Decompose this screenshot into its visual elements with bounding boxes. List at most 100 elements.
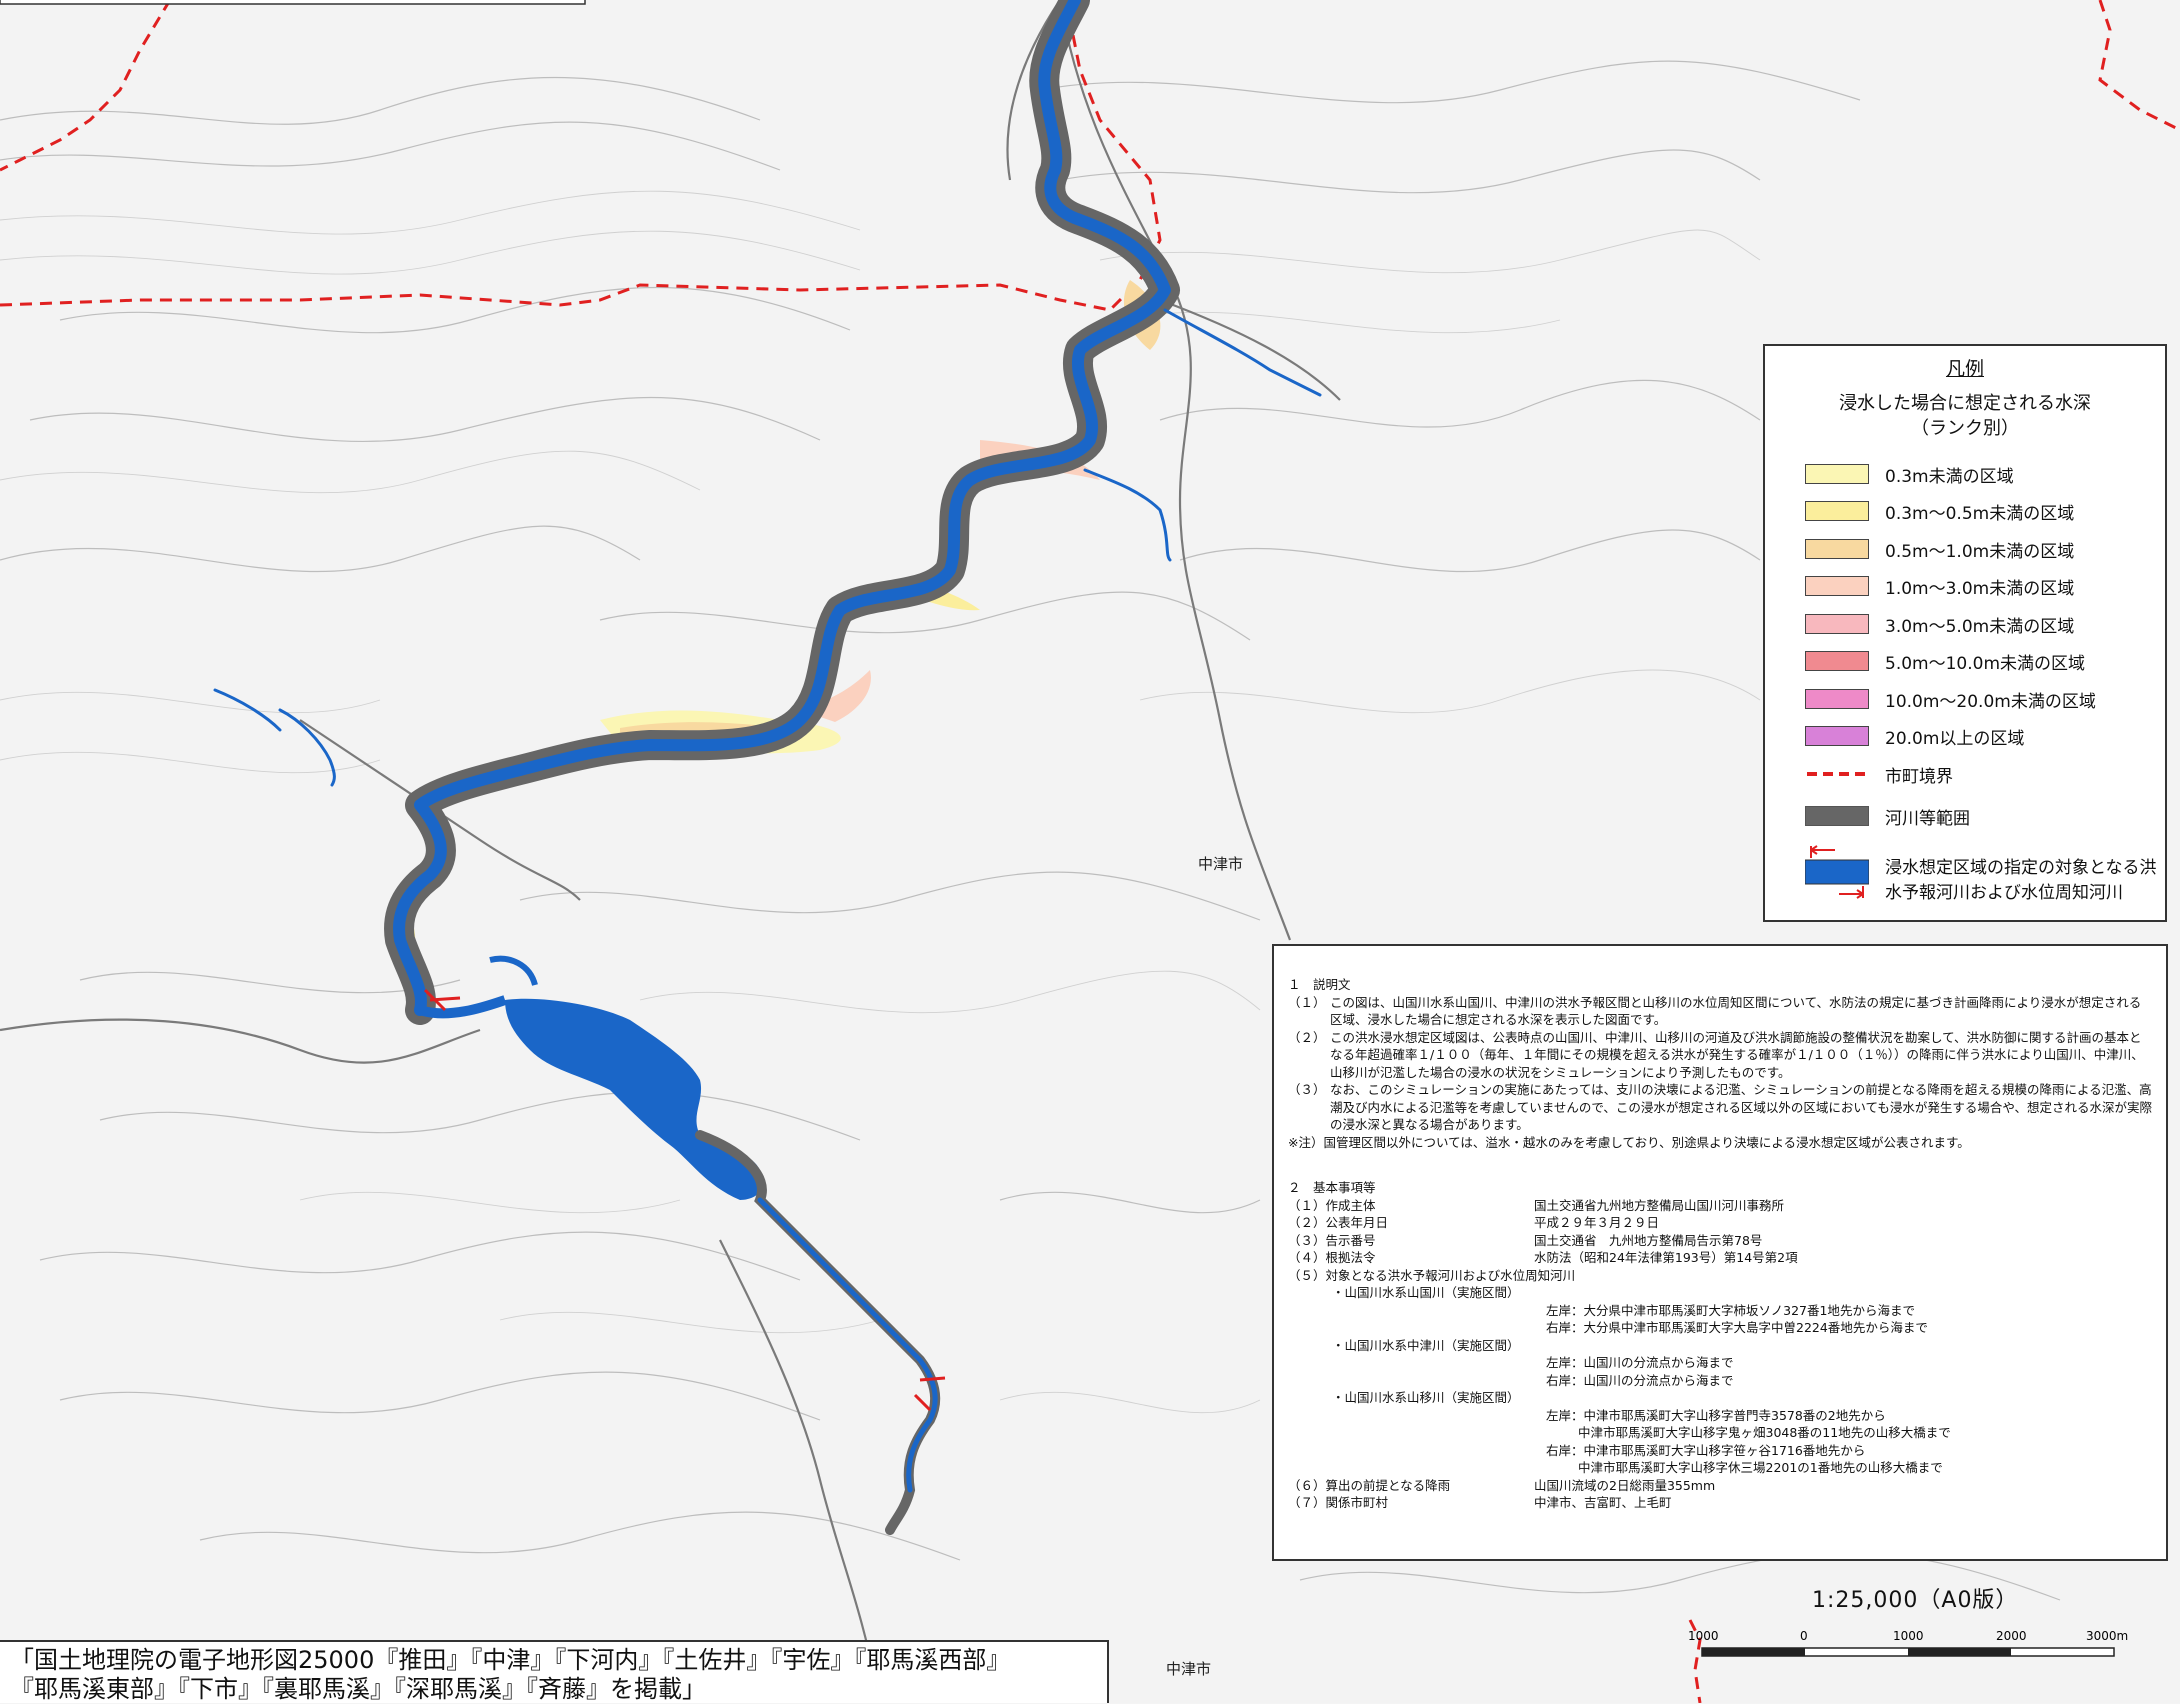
legend-item-depth-5: 3.0m～5.0m未満の区域 — [1805, 609, 2074, 639]
basic-item-value: 中津市、吉富町、上毛町 — [1534, 1495, 1672, 1510]
legend-item-depth-7: 10.0m～20.0m未満の区域 — [1805, 684, 2096, 714]
legend-swatch — [1805, 614, 1869, 634]
contour-lines-fine — [0, 190, 1761, 1414]
explanation-paragraph: （２） この洪水浸水想定区域図は、公表時点の山国川、中津川、山移川の河道及び洪水… — [1288, 1029, 2152, 1082]
paragraph-text: なお、このシミュレーションの実施にあたっては、支川の決壊による氾濫、シミュレーシ… — [1330, 1082, 2153, 1132]
credit-line: 『耶馬溪東部』『下市』『裏耶馬溪』『深耶馬溪』『斉藤』を掲載」 — [10, 1675, 706, 1703]
paragraph-text: この洪水浸水想定区域図は、公表時点の山国川、中津川、山移川の河道及び洪水調節施設… — [1330, 1029, 2144, 1080]
tributaries — [213, 308, 1322, 787]
basic-item: （７）関係市町村 中津市、吉富町、上毛町 — [1288, 1494, 2152, 1512]
legend-item-label: 0.5m～1.0m未満の区域 — [1885, 541, 2075, 562]
paragraph-number: （３） — [1288, 1082, 1326, 1097]
credit-line: 「国土地理院の電子地形図25000『推田』『中津』『下河内』『土佐井』『宇佐』『… — [10, 1646, 1011, 1674]
legend-item-depth-1: 0.3m未満の区域 — [1805, 459, 2014, 489]
map-credit: 「国土地理院の電子地形図25000『推田』『中津』『下河内』『土佐井』『宇佐』『… — [0, 1640, 1109, 1703]
explanation-note: ※注）国管理区間以外については、溢水・越水のみを考慮しており、別途県より決壊によ… — [1288, 1134, 1970, 1150]
river-bank-desc: 右岸：中津市耶馬溪町大字山移字笹ヶ谷1716番地先から — [1546, 1442, 1866, 1458]
legend-item-depth-6: 5.0m～10.0m未満の区域 — [1805, 646, 2085, 676]
basic-item-key: （７）関係市町村 — [1288, 1495, 1389, 1510]
basic-item-key: （１）作成主体 — [1288, 1197, 1376, 1213]
paragraph-number: （１） — [1288, 994, 1326, 1010]
legend-item-label: 市町境界 — [1885, 766, 1953, 787]
legend-swatch — [1805, 689, 1869, 709]
scale-tick-label: 3000m — [2086, 1629, 2128, 1643]
legend-item-depth-2: 0.3m～0.5m未満の区域 — [1805, 496, 2074, 526]
legend-subtitle-line: 浸水した場合に想定される水深 — [1839, 393, 2091, 414]
basic-item: （４）根拠法令 水防法（昭和24年法律第193号）第14号第2項 — [1288, 1249, 2152, 1267]
basic-item-key: （２）公表年月日 — [1288, 1215, 1389, 1230]
basic-item: （３）告示番号 国土交通省 九州地方整備局告示第78号 — [1288, 1232, 2152, 1250]
basic-item: （２）公表年月日 平成２９年３月２９日 — [1288, 1214, 2152, 1232]
legend-swatch — [1805, 464, 1869, 484]
scale-label: 1:25,000（A0版） — [1812, 1588, 2019, 1613]
basic-item-value: 平成２９年３月２９日 — [1534, 1215, 1660, 1230]
basic-item-key: （４）根拠法令 — [1288, 1250, 1376, 1265]
legend-item-boundary: 市町境界 — [1805, 759, 1953, 789]
basic-item-value: 水防法（昭和24年法律第193号）第14号第2項 — [1534, 1250, 1798, 1265]
river-bank-desc: 右岸：大分県中津市耶馬溪町大字大島字中曽2224番地先から海まで — [1546, 1320, 1928, 1335]
city-label-nakatsu-south: 中津市 — [1166, 1660, 1211, 1678]
legend-item-depth-4: 1.0m～3.0m未満の区域 — [1805, 571, 2074, 601]
basic-item-value: 国土交通省九州地方整備局山国川河川事務所 — [1534, 1197, 1785, 1213]
scale-tick-label: 1000 — [1893, 1629, 1924, 1643]
paragraph-text: この図は、山国川水系山国川、中津川の洪水予報区間と山移川の水位周知区間について、… — [1330, 994, 2142, 1028]
legend-item-label: 1.0m～3.0m未満の区域 — [1885, 578, 2075, 599]
paragraph-number: （２） — [1288, 1029, 1326, 1045]
river-bank-desc: 左岸：山国川の分流点から海まで — [1546, 1355, 1734, 1370]
legend-item-river-area: 河川等範囲 — [1805, 801, 1970, 831]
legend-item-label: 0.3m～0.5m未満の区域 — [1885, 503, 2075, 524]
legend-subtitle: 浸水した場合に想定される水深 （ランク別） — [1765, 391, 2165, 441]
legend-item-label: 0.3m未満の区域 — [1885, 466, 2014, 487]
legend-item-label: 20.0m以上の区域 — [1885, 728, 2025, 749]
legend-swatch — [1805, 651, 1869, 671]
explanation-paragraph: （１） この図は、山国川水系山国川、中津川の洪水予報区間と山移川の水位周知区間に… — [1288, 994, 2152, 1029]
explanation-panel: １ 説明文 （１） この図は、山国川水系山国川、中津川の洪水予報区間と山移川の水… — [1272, 944, 2168, 1561]
legend-swatch — [1805, 539, 1869, 559]
city-label-nakatsu: 中津市 — [1198, 855, 1243, 873]
river-section-name: ・山国川水系中津川（実施区間） — [1332, 1337, 1520, 1353]
legend-title: 凡例 — [1945, 358, 1984, 380]
legend-item-label: 3.0m～5.0m未満の区域 — [1885, 616, 2075, 637]
river-bank-desc: 左岸：中津市耶馬溪町大字山移字普門寺3578番の2地先から — [1546, 1407, 1886, 1423]
legend-swatch — [1805, 501, 1869, 521]
legend-item-label: 10.0m～20.0m未満の区域 — [1885, 691, 2096, 712]
river-section-name: ・山国川水系山移川（実施区間） — [1332, 1390, 1520, 1405]
contour-lines — [0, 60, 2061, 1601]
legend-item-label: 浸水想定区域の指定の対象となる洪水予報河川および水位周知河川 — [1885, 858, 2157, 903]
scale-tick-label: 1000 — [1688, 1629, 1719, 1643]
legend-item-depth-3: 0.5m～1.0m未満の区域 — [1805, 534, 2074, 564]
river-bank-desc: 中津市耶馬溪町大字山移字鬼ヶ畑3048番の11地先の山移大橋まで — [1578, 1425, 1951, 1440]
basic-item-key: （５）対象となる洪水予報河川および水位周知河川 — [1288, 1267, 1576, 1283]
corner-frame — [0, 0, 586, 5]
river-bank-desc: 中津市耶馬溪町大字山移字休三場2201の1番地先の山移大橋まで — [1578, 1460, 1943, 1475]
legend-subtitle-line: （ランク別） — [1911, 418, 2019, 439]
river-bank-desc: 右岸：山国川の分流点から海まで — [1546, 1372, 1734, 1388]
river-section-name: ・山国川水系山国川（実施区間） — [1332, 1285, 1520, 1300]
river-bank-desc: 左岸：大分県中津市耶馬溪町大字柿坂ソノ327番1地先から海まで — [1546, 1302, 1915, 1318]
basic-item: （１）作成主体 国土交通省九州地方整備局山国川河川事務所 — [1288, 1197, 2152, 1215]
legend-item-label: 河川等範囲 — [1885, 808, 1970, 829]
reservoir-and-lower-river — [418, 955, 941, 1535]
basic-item-value: 山国川流域の2日総雨量355mm — [1534, 1477, 1716, 1493]
map-legend: 凡例 浸水した場合に想定される水深 （ランク別） 0.3m未満の区域 0.3m～… — [1763, 344, 2167, 922]
basic-item-key: （６）算出の前提となる降雨 — [1288, 1477, 1451, 1493]
section-heading: １ 説明文 — [1288, 977, 1351, 992]
legend-swatch — [1805, 726, 1869, 746]
explanation-paragraph: （３） なお、このシミュレーションの実施にあたっては、支川の決壊による氾濫、シミ… — [1288, 1081, 2152, 1134]
legend-swatch — [1805, 576, 1869, 596]
scale-tick-label: 2000 — [1996, 1629, 2027, 1643]
section-heading: ２ 基本事項等 — [1288, 1180, 1376, 1195]
legend-item-depth-8: 20.0m以上の区域 — [1805, 721, 2024, 751]
basic-item-value: 国土交通省 九州地方整備局告示第78号 — [1534, 1232, 1763, 1248]
legend-target-river-swatch — [1805, 845, 1869, 899]
basic-item-key: （３）告示番号 — [1288, 1232, 1376, 1248]
legend-boundary-swatch — [1807, 772, 1867, 776]
section-markers — [423, 988, 946, 1412]
roads — [0, 0, 1341, 1703]
legend-swatch — [1805, 806, 1869, 826]
scale-tick-label: 0 — [1800, 1629, 1808, 1643]
scale-bar: 1000 0 1000 2000 3000m — [1688, 1629, 2128, 1657]
basic-item: （６）算出の前提となる降雨 山国川流域の2日総雨量355mm — [1288, 1477, 2152, 1495]
legend-item-label: 5.0m～10.0m未満の区域 — [1885, 653, 2086, 674]
